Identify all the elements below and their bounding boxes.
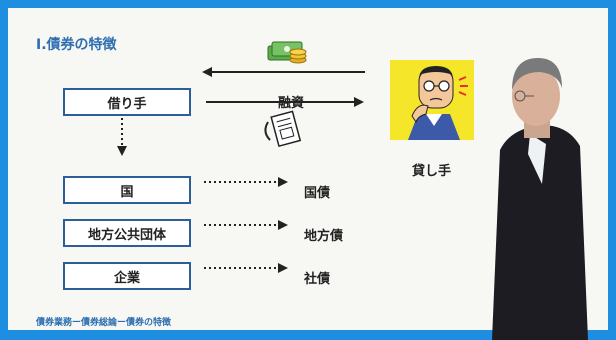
money-icon (267, 41, 307, 64)
lender-label: 貸し手 (412, 164, 452, 179)
issuer-box-company: 企業 (63, 262, 191, 290)
issuer-box-country: 国 (63, 176, 191, 204)
bond-label-corporate: 社債 (304, 272, 331, 287)
presenter-person (492, 58, 588, 340)
dotted-arrow-corporate (204, 263, 288, 273)
loan-arrow (202, 67, 365, 77)
bond-arrow (206, 97, 364, 107)
slide-footer: 債券業務ー債券総論ー債券の特徴 (36, 318, 172, 328)
dotted-arrow-government (204, 177, 288, 187)
loan-label: 融資 (278, 96, 305, 111)
dotted-down-arrow (117, 118, 127, 156)
dotted-arrow-municipal (204, 220, 288, 230)
bond-label-municipal: 地方債 (304, 229, 344, 244)
slide-title: I.債券の特徴 (36, 37, 117, 53)
issuer-box-local-government: 地方公共団体 (63, 219, 191, 247)
borrower-box: 借り手 (63, 88, 191, 116)
lender-illustration (390, 60, 474, 140)
bond-label-government: 国債 (304, 186, 331, 201)
bond-certificate-icon (264, 110, 302, 148)
